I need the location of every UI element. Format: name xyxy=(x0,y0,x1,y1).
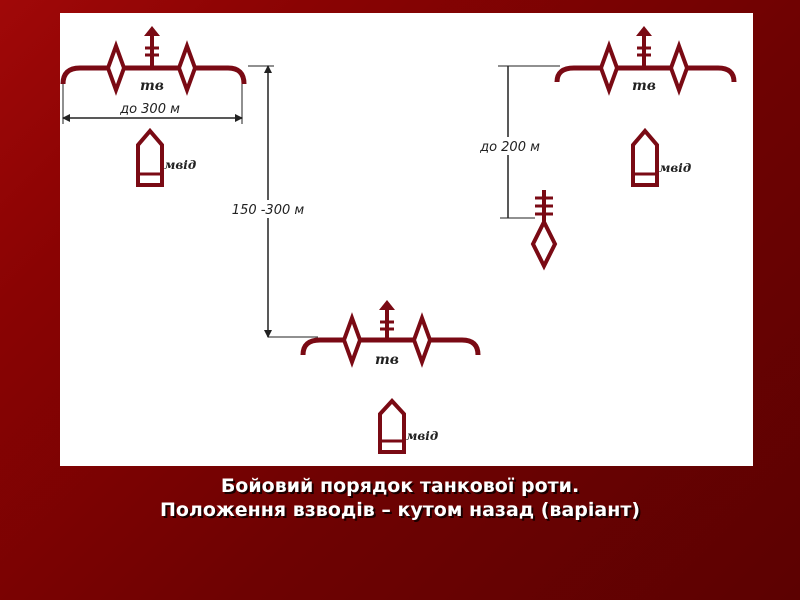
commander-label: мвід xyxy=(406,429,438,443)
tank-commander-right: мвід xyxy=(631,127,691,187)
formation-diagram: тв до 300 м мвід 150 -300 м xyxy=(60,26,737,454)
platoon-label: тв xyxy=(140,78,164,94)
platoon-label: тв xyxy=(632,78,656,94)
offset-dimension: до 200 м xyxy=(470,65,560,219)
caption-line-1: Бойовий порядок танкової роти. xyxy=(220,475,580,497)
caption-line-2: Положення взводів – кутом назад (варіант… xyxy=(159,499,641,521)
depth-label: 150 -300 м xyxy=(232,203,305,218)
platoon-left: тв xyxy=(60,26,247,96)
width-label: до 300 м xyxy=(119,102,180,117)
depth-dimension: 150 -300 м xyxy=(218,65,318,338)
diagram-panel: тв до 300 м мвід 150 -300 м xyxy=(60,13,753,466)
platoon-center: тв xyxy=(300,300,481,368)
width-dimension: до 300 м xyxy=(62,84,243,124)
offset-label: до 200 м xyxy=(479,140,540,155)
tank-commander-center: мвід xyxy=(378,398,438,454)
commander-label: мвід xyxy=(164,158,196,172)
tank-commander-left: мвід xyxy=(136,127,196,187)
slide-caption: Бойовий порядок танкової роти. Положення… xyxy=(0,474,800,522)
commander-label: мвід xyxy=(659,161,691,175)
platoon-label: тв xyxy=(375,352,399,368)
company-commander-symbol xyxy=(530,190,558,271)
platoon-right: тв xyxy=(554,26,737,96)
